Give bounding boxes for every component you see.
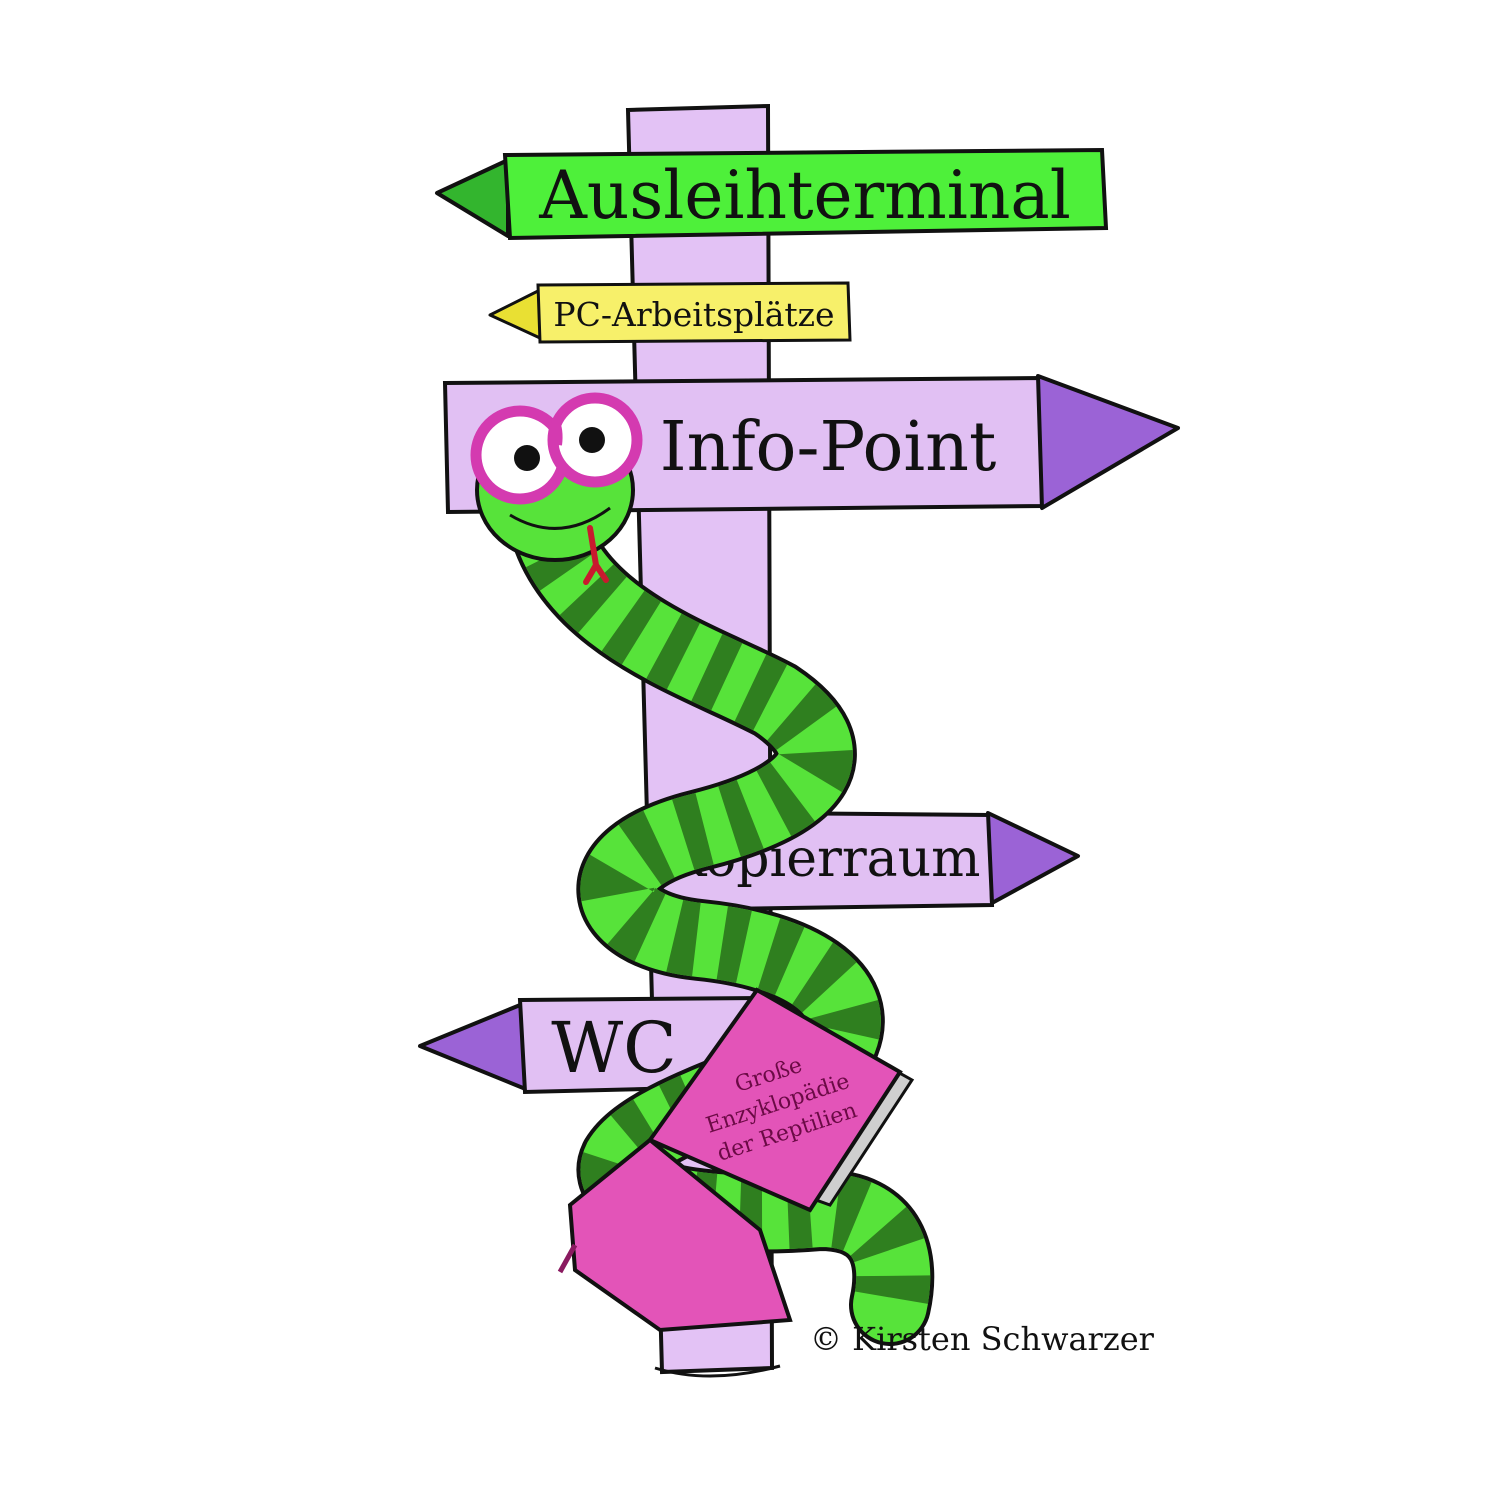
snake-right-eye-icon [579,427,605,453]
sign-wc-label: WC [551,1007,677,1089]
copyright-credit: © Kirsten Schwarzer [810,1320,1154,1358]
sign-pc-arbeitsplaetze-label: PC-Arbeitsplätze [553,295,834,334]
bookmark-ribbon [557,1243,578,1274]
glasses-bridge [551,418,563,446]
snake-mouth [509,506,611,530]
sign-ausleihterminal-label: Ausleihterminal [538,157,1071,234]
book-encyclopedia: Große Enzyklopädie der Reptilien [557,987,915,1333]
sign-wc: WC [418,995,765,1095]
sign-pc-arbeitsplaetze: PC-Arbeitsplätze [488,281,852,344]
sign-info-point-label: Info-Point [660,408,997,487]
pole-base-grass [654,1364,781,1378]
sign-ausleihterminal: Ausleihterminal [435,147,1109,241]
snake-left-eye-icon [514,445,540,471]
snake-tongue [583,525,609,585]
